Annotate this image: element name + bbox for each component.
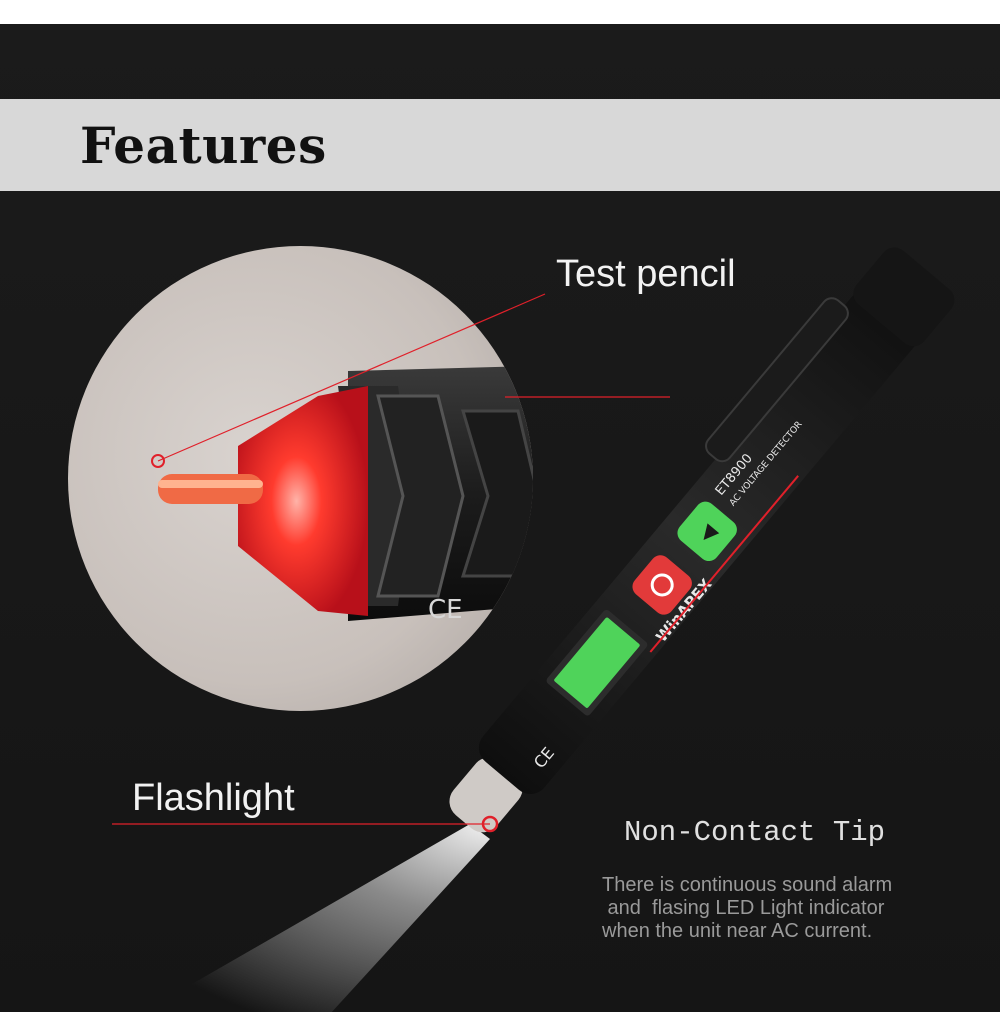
page-title: Features [80,116,327,175]
product-illustration: ◀ WinAPEX ET8900 AC VOLTAGE DETECTOR CE [112,247,955,1014]
lcd-display [554,617,640,708]
power-button [632,555,692,615]
test-pencil-marker [151,454,165,468]
description-line: and flasing LED Light indicator [602,897,885,919]
description-line: There is continuous sound alarm [602,874,893,896]
test-pencil-callout-line [157,293,546,462]
top-margin [0,0,1000,24]
feature-banner: Features [0,24,1000,1014]
zoom-ce-mark: CE [428,595,463,625]
flashlight-beam [140,824,490,1014]
header-band: Features [0,99,1000,191]
zoom-detail-circle: CE [68,246,533,711]
test-pencil-label: Test pencil [556,253,736,295]
description-line: when the unit near AC current. [602,920,873,942]
non-contact-tip-label: Non-Contact Tip [624,816,886,849]
feature-description: There is continuous sound alarm and flas… [602,874,962,943]
flashlight-label: Flashlight [132,777,295,819]
power-icon [650,573,674,597]
zoomed-tip-illustration: CE [158,366,533,625]
bottom-margin [0,1012,1000,1016]
sound-button [677,501,737,562]
voltage-detector-pen: ◀ WinAPEX ET8900 AC VOLTAGE DETECTOR CE [449,247,955,833]
flashlight-marker [481,815,499,833]
